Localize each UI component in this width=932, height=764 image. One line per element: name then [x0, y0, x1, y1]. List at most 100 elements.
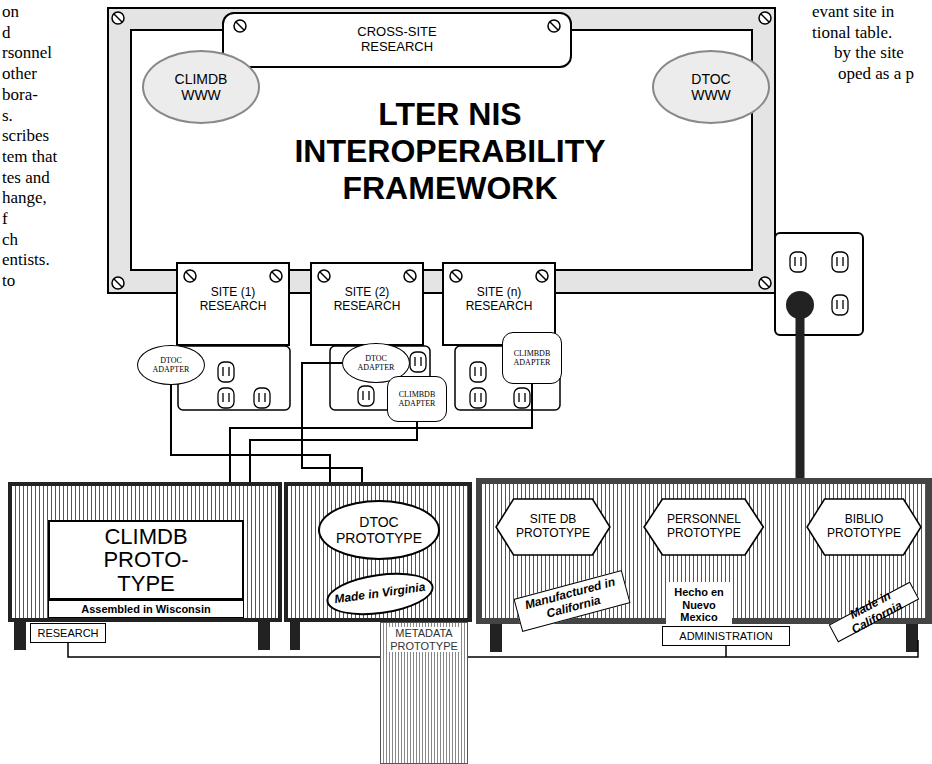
text-fragment: d	[2, 23, 11, 43]
receptacle-face	[832, 252, 848, 272]
receptacle	[470, 388, 486, 408]
prototype-crate: SITE DB PROTOTYPE PERSONNEL PROTOTYPE BIBL…	[476, 478, 932, 624]
hexagon-shape	[807, 499, 921, 555]
label-text: Hecho en Nuevo Mexico	[666, 582, 732, 628]
receptacle	[470, 362, 486, 382]
receptacle	[218, 388, 234, 408]
site-box: SITE (2) RESEARCH	[310, 262, 424, 346]
group-tag: ADMINISTRATION	[662, 626, 790, 647]
text-fragment: entists.	[2, 250, 50, 270]
screw-head	[759, 12, 771, 24]
screw-slot	[320, 272, 328, 280]
screw-head	[318, 270, 330, 282]
screw	[404, 270, 416, 282]
prototype-crate: CLIMDB PROTO- TYPEAssembled in Wisconsin	[8, 482, 282, 622]
node-text: CLIMDB WWW	[166, 71, 236, 103]
screw-head	[270, 270, 282, 282]
node-text: CLIMBDB ADAPTER	[509, 349, 555, 367]
screw-head	[548, 20, 560, 32]
receptacle-face	[218, 362, 234, 382]
leg	[906, 622, 918, 652]
screw	[112, 12, 124, 24]
screw-head	[112, 12, 124, 24]
text-fragment: s.	[2, 106, 13, 126]
leg	[14, 620, 26, 650]
framework-board: CROSS-SITE RESEARCH CLIMDB WWW DTOC WWW LTE…	[108, 8, 775, 293]
power-cord	[796, 316, 805, 480]
leg	[258, 620, 270, 650]
group-tag: RESEARCH	[30, 623, 105, 644]
text-fragment: on	[2, 2, 19, 22]
receptacle-slots	[837, 300, 843, 309]
screw-head	[759, 277, 771, 289]
adapter-plug: DTOC ADAPTER	[137, 345, 204, 385]
screw-head	[536, 270, 548, 282]
node-text: CLIMBDB ADAPTER	[394, 390, 440, 408]
screw-slot	[406, 272, 414, 280]
screw-head	[234, 20, 246, 32]
receptacle-slots	[223, 393, 229, 402]
node-text: DTOC ADAPTER	[149, 356, 193, 374]
receptacle	[514, 388, 530, 408]
node-text: PERSONNEL PROTOTYPE	[662, 513, 746, 541]
receptacle	[832, 295, 848, 315]
receptacle-face	[358, 386, 374, 406]
node-text: RESEARCH	[37, 627, 98, 640]
screw-slot	[550, 22, 558, 30]
screw	[184, 270, 196, 282]
www-ellipse: CLIMDB WWW	[142, 50, 260, 124]
metadata-box: METADATA PROTOTYPE	[380, 622, 468, 764]
screw-slot	[114, 14, 122, 22]
receptacle-face	[832, 295, 848, 315]
text-fragment: tional table.	[812, 23, 892, 43]
screw-slot	[236, 22, 244, 30]
screw	[234, 20, 246, 32]
brackets	[68, 640, 918, 657]
receptacle-face	[470, 362, 486, 382]
screw	[112, 277, 124, 289]
text-fragment: bora-	[2, 85, 38, 105]
receptacle	[358, 386, 374, 406]
plug	[786, 291, 814, 319]
text-fragment: hange,	[2, 188, 47, 208]
label-text: Assembled in Wisconsin	[48, 600, 244, 618]
screw-slot	[114, 279, 122, 287]
prototype-hexagon: SITE DB PROTOTYPE	[495, 498, 611, 556]
node-text: DTOC WWW	[681, 71, 741, 103]
administration-tick	[725, 646, 727, 657]
screw	[759, 277, 771, 289]
screw-head	[184, 270, 196, 282]
screw	[548, 20, 560, 32]
node-text: SITE (n) RESEARCH	[459, 286, 539, 314]
prototype-hexagon: PERSONNEL PROTOTYPE	[643, 498, 764, 556]
receptacle	[410, 352, 426, 372]
receptacle-slots	[363, 391, 369, 400]
label-text: LTER NIS INTEROPERABILITY FRAMEWORK	[245, 96, 655, 206]
receptacle	[218, 362, 234, 382]
receptacle-slots	[259, 393, 265, 402]
node-text: METADATA PROTOTYPE	[387, 627, 461, 652]
text-fragment: evant site in	[812, 2, 894, 22]
screw	[450, 270, 462, 282]
site-box: SITE (1) RESEARCH	[176, 262, 290, 346]
screw	[536, 270, 548, 282]
node-text: CROSS-SITE RESEARCH	[342, 25, 452, 55]
receptacle-slots	[519, 393, 525, 402]
prototype-crate: DTOC PROTOTYPEMade in Virginia	[284, 482, 472, 622]
adapter-plug: CLIMBDB ADAPTER	[502, 332, 562, 384]
text-fragment: tem that	[2, 147, 57, 167]
receptacle-face	[790, 252, 806, 272]
hexagon-shape	[644, 499, 763, 555]
leg	[490, 622, 502, 652]
receptacle	[254, 388, 270, 408]
screw	[318, 270, 330, 282]
node-text: ADMINISTRATION	[679, 630, 772, 643]
receptacle	[790, 252, 806, 272]
receptacle-slots	[475, 393, 481, 402]
prototype-hexagon: BIBLIO PROTOTYPE	[806, 498, 922, 556]
cord-connector	[230, 384, 532, 482]
receptacle-face	[514, 388, 530, 408]
screw-slot	[186, 272, 194, 280]
research-bracket	[68, 642, 387, 657]
